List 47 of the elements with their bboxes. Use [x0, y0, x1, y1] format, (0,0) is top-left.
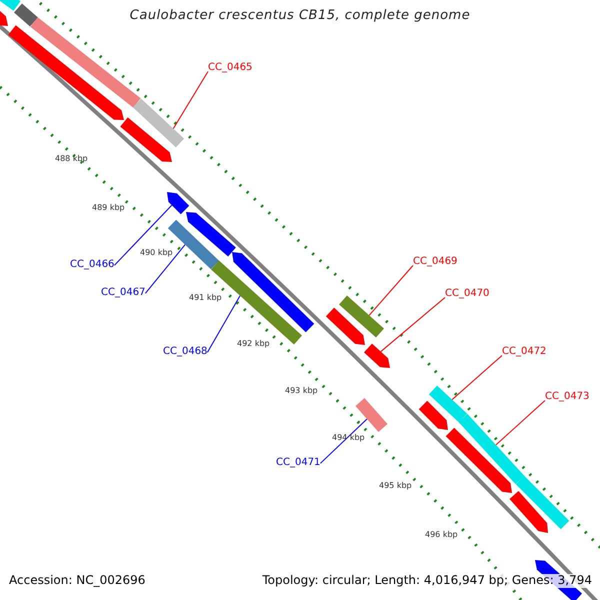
scale-label: 496 kbp — [425, 530, 458, 540]
gene-feature — [326, 308, 365, 345]
scale-label: 489 kbp — [92, 203, 125, 212]
footer-text: Topology: circular; Length: 4,016,947 bp; Genes: 3,794 — [262, 574, 592, 588]
scale-label: 490 kbp — [140, 248, 173, 258]
gene-feature — [339, 296, 384, 338]
scale-label: 491 kbp — [189, 293, 222, 302]
gene-label: CC_0471 — [276, 457, 320, 468]
gene-label: CC_0470 — [445, 288, 490, 300]
gene-feature — [132, 98, 184, 148]
gene-label: CC_0469 — [413, 256, 458, 268]
gene-label: CC_0467 — [101, 287, 146, 298]
leader-line — [206, 295, 241, 353]
leader-line — [144, 244, 186, 294]
scale-label: 493 kbp — [285, 386, 318, 396]
leader-line — [172, 71, 208, 130]
leader-line — [495, 400, 546, 446]
gene-feature — [446, 428, 512, 493]
gene-feature — [0, 0, 20, 11]
leader-line — [114, 204, 172, 266]
leader-line — [320, 418, 368, 464]
gene-feature — [232, 252, 314, 332]
scale-label: 495 kbp — [379, 481, 412, 490]
gene-feature — [516, 476, 570, 530]
gene-label: CC_0472 — [502, 346, 546, 358]
gene-feature — [510, 491, 548, 533]
gene-label: CC_0473 — [545, 391, 590, 402]
gene-feature — [186, 212, 236, 256]
scale-label: 492 kbp — [237, 339, 270, 348]
gene-feature — [120, 117, 172, 162]
gene-label: CC_0466 — [70, 259, 114, 270]
gene-feature — [8, 25, 124, 120]
leader-line — [368, 265, 414, 316]
leader-line — [452, 355, 502, 400]
title: Caulobacter crescentus CB15, complete genome — [128, 9, 472, 24]
leader-line — [380, 297, 446, 352]
gene-feature — [458, 414, 524, 484]
gene-feature — [167, 192, 190, 214]
scale-label: 488 kbp — [55, 154, 88, 164]
gene-feature — [418, 400, 448, 430]
gene-feature — [356, 398, 388, 432]
gene-label: CC_0468 — [163, 346, 208, 358]
gene-feature — [428, 386, 468, 422]
gene-label: CC_0465 — [208, 62, 252, 74]
gene-feature — [364, 344, 390, 368]
scale-label: 494 kbp — [332, 433, 365, 442]
footer-text: Accession: NC_002696 — [9, 574, 146, 588]
